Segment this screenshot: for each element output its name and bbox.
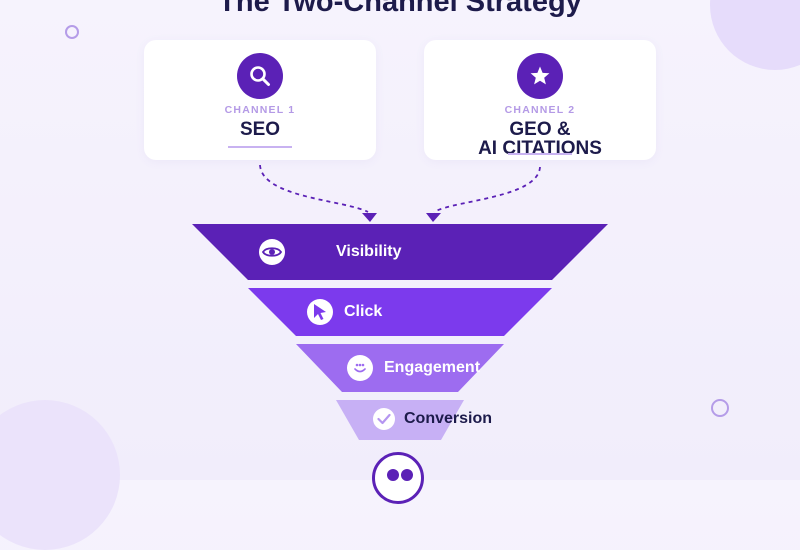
stage-label-visibility: Visibility [336,243,402,260]
logo-dot-right [401,469,413,481]
search-icon [237,53,283,99]
funnel-stage-conversion [336,400,464,440]
decorative-ring-right [711,399,729,417]
connector-seo [259,164,369,213]
eye-icon [259,239,285,265]
page-title: The Two-Channel Strategy [218,0,582,18]
arrowhead-seo [362,213,377,222]
funnel-stage-engagement [296,344,504,392]
logo-dot-left [387,469,399,481]
funnel-stage-click [248,288,552,336]
channel-underline [508,153,572,155]
channel-card-seo: CHANNEL 1 SEO [144,40,376,160]
arrowhead-geo [426,213,441,222]
channel-label: CHANNEL 2 [504,104,576,116]
stage-label-engagement: Engagement [384,359,481,376]
star-icon [517,53,563,99]
bottom-logo-circle [372,452,424,504]
funnel-stage-visibility [192,224,608,280]
cursor-icon [307,299,333,325]
decorative-ring-top-left [65,25,79,39]
connector-geo [433,166,541,213]
check-icon [373,408,395,430]
channel-label: CHANNEL 1 [224,104,296,116]
stage-label-click: Click [344,303,383,320]
smile-icon [347,355,373,381]
channel-name: SEO [239,119,281,140]
stage-label-conversion: Conversion [404,410,493,427]
channel-name-line-1: GEO & [509,119,571,140]
channel-connectors [259,164,541,222]
channel-underline [228,146,292,148]
funnel [192,224,608,440]
channel-card-geo: CHANNEL 2 GEO & AI CITATIONS [424,40,656,160]
